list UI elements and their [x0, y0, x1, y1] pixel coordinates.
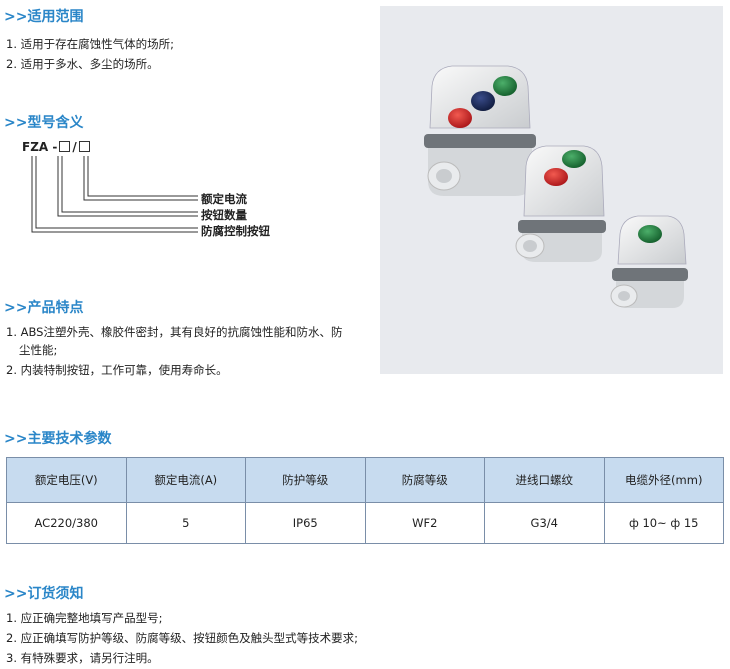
- button-box-three: [424, 65, 536, 196]
- product-illustration: [424, 65, 688, 308]
- spec-header-thread: 进线口螺纹: [484, 457, 605, 503]
- leader-line-current-outer: [83, 156, 198, 201]
- leader-line-current: [87, 156, 198, 197]
- spec-cell-anticorrosion: WF2: [364, 502, 485, 544]
- green-button-icon: [493, 76, 517, 96]
- feature-item-2: 2. 内装特制按钮，工作可靠，使用寿命长。: [6, 363, 228, 377]
- spec-table-header-row: 额定电压(V) 额定电流(A) 防护等级 防腐等级 进线口螺纹 电缆外径(mm): [6, 457, 724, 503]
- red-button-icon: [448, 108, 472, 128]
- button-box-one: [610, 215, 688, 308]
- model-label-buttons: 按钮数量: [201, 208, 247, 222]
- feature-item-1: 1. ABS注塑外壳、橡胶件密封，其有良好的抗腐蚀性能和防水、防: [6, 325, 343, 339]
- table-row: AC220/380 5 IP65 WF2 G3/4 ф 10~ ф 15: [6, 502, 724, 544]
- model-code-box-1: [59, 141, 71, 152]
- model-code-separator: /: [72, 140, 77, 154]
- spec-cell-current: 5: [125, 502, 246, 544]
- spec-header-current: 额定电流(A): [125, 457, 246, 503]
- feature-item-1-cont: 尘性能;: [19, 343, 58, 357]
- product-photo: [380, 6, 723, 374]
- section-title-features: >>产品特点: [4, 300, 84, 316]
- spec-cell-voltage: AC220/380: [6, 502, 127, 544]
- green-button-icon-2: [562, 150, 586, 168]
- leader-line-buttons-outer: [57, 156, 198, 217]
- red-button-icon-2: [544, 168, 568, 186]
- spec-header-protection: 防护等级: [245, 457, 366, 503]
- model-diagram-lines: [31, 156, 198, 233]
- model-label-type: 防腐控制按钮: [201, 224, 270, 238]
- spec-table: 额定电压(V) 额定电流(A) 防护等级 防腐等级 进线口螺纹 电缆外径(mm)…: [6, 457, 724, 544]
- spec-cell-thread: G3/4: [484, 502, 605, 544]
- ordering-item-3: 3. 有特殊要求，请另行注明。: [6, 651, 159, 665]
- section-title-scope: >>适用范围: [4, 9, 84, 25]
- green-button-icon-3: [638, 225, 662, 243]
- ordering-item-2: 2. 应正确填写防护等级、防腐等级、按钮颜色及触头型式等技术要求;: [6, 631, 358, 645]
- spec-cell-protection: IP65: [245, 502, 366, 544]
- scope-item-1: 1. 适用于存在腐蚀性气体的场所;: [6, 37, 175, 51]
- spec-header-voltage: 额定电压(V): [6, 457, 127, 503]
- section-title-model: >>型号含义: [4, 115, 84, 131]
- spec-header-cable-diameter: 电缆外径(mm): [603, 457, 724, 503]
- leader-line-type: [35, 156, 198, 229]
- spec-header-anticorrosion: 防腐等级: [364, 457, 485, 503]
- ordering-item-1: 1. 应正确完整地填写产品型号;: [6, 611, 163, 625]
- scope-item-2: 2. 适用于多水、多尘的场所。: [6, 57, 159, 71]
- model-code-prefix: FZA -: [22, 140, 58, 154]
- model-code-box-2: [78, 141, 90, 152]
- button-box-two: [515, 145, 606, 262]
- section-title-specs: >>主要技术参数: [4, 431, 112, 447]
- blue-button-icon: [471, 91, 495, 111]
- section-title-ordering: >>订货须知: [4, 586, 84, 602]
- model-code: FZA - /: [22, 140, 92, 154]
- leader-line-type-outer: [31, 156, 198, 233]
- spec-cell-cable-diameter: ф 10~ ф 15: [603, 502, 724, 544]
- leader-line-buttons: [61, 156, 198, 213]
- model-label-current: 额定电流: [201, 192, 247, 206]
